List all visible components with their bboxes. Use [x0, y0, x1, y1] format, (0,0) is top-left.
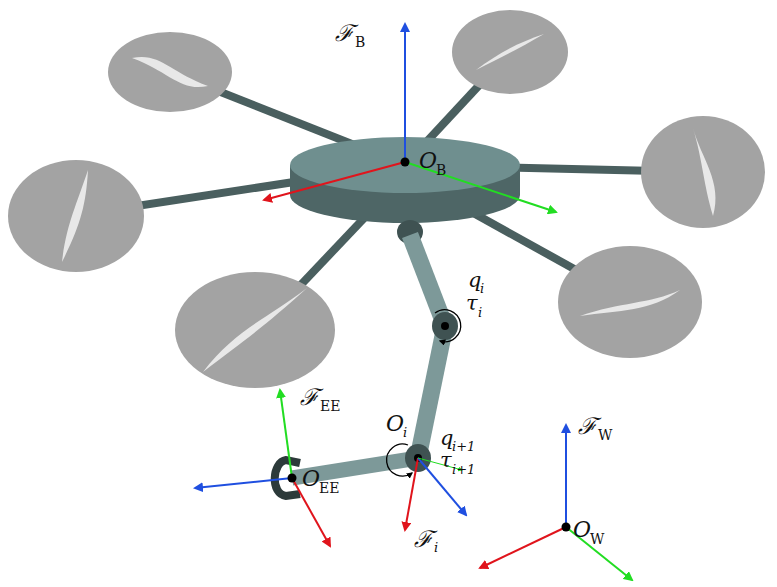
origin-symbol: O [573, 519, 591, 541]
propellers [8, 10, 765, 388]
joint-torque: τ [440, 450, 452, 471]
frame-subscript: EE [320, 399, 340, 413]
frame-subscript: B [355, 35, 365, 49]
frame-symbol: ℱ [300, 386, 319, 409]
manipulator [275, 220, 461, 496]
origin-subscript: i [403, 426, 407, 439]
frame-symbol: ℱ [578, 415, 597, 438]
frame-origins [288, 158, 571, 532]
origin-subscript: W [590, 532, 604, 546]
origin-symbol: O [302, 468, 320, 490]
joint-variable: q [440, 428, 453, 449]
joint-torque: τ [466, 293, 478, 314]
origin-symbol: O [386, 413, 404, 435]
frame-symbol: ℱ [335, 22, 354, 45]
joint-subscript: i [478, 306, 482, 319]
coordinate-frames [195, 24, 632, 580]
joint-variable: q [468, 270, 481, 291]
frame-subscript: W [598, 428, 612, 442]
joint-subscript: i+1 [452, 440, 475, 453]
frame-symbol: ℱ [414, 528, 433, 551]
origin-subscript: EE [319, 481, 339, 495]
joint-subscript: i+1 [452, 463, 475, 476]
origin-subscript: B [436, 163, 446, 177]
joint-subscript: i [480, 282, 484, 295]
frame-subscript: i [434, 541, 438, 554]
origin-symbol: O [419, 150, 437, 172]
